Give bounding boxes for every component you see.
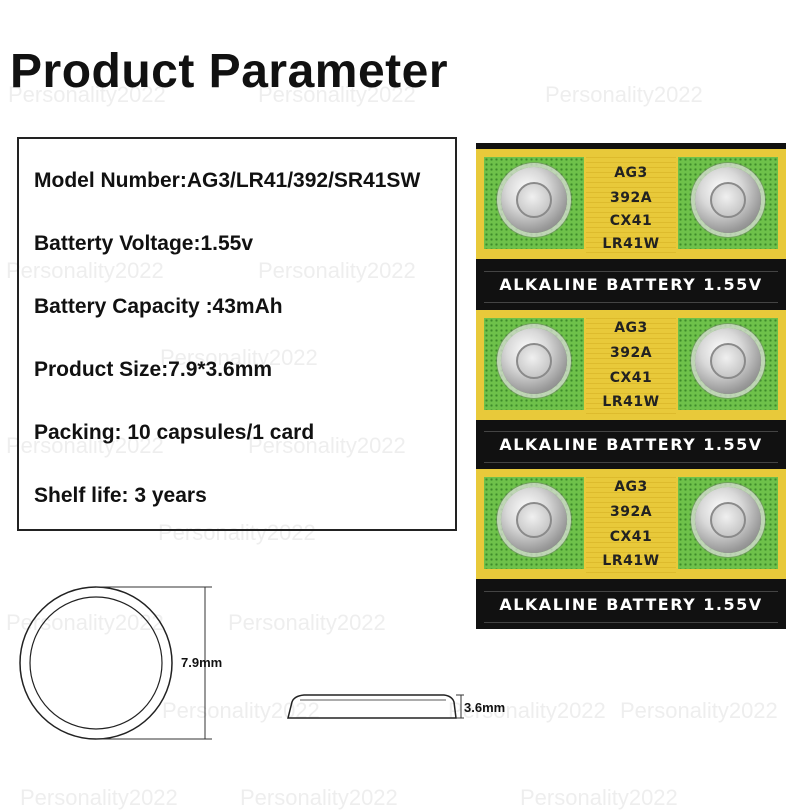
battery-panel: AG3 392A CX41 LR41W	[476, 310, 786, 420]
battery-strip: ALKALINE BATTERY 1.55V	[476, 265, 786, 309]
button-cell-icon	[501, 487, 567, 553]
battery-side-view-icon	[287, 694, 457, 719]
button-cell-icon	[695, 487, 761, 553]
param-shelf-life: Shelf life: 3 years	[34, 484, 207, 507]
model-code: LR41W	[602, 236, 660, 252]
model-code: CX41	[609, 370, 653, 386]
strip-label: ALKALINE BATTERY 1.55V	[499, 275, 763, 294]
button-cell-icon	[501, 167, 567, 233]
parameter-box: Model Number:AG3/LR41/392/SR41SW Battert…	[17, 137, 457, 531]
page-title: Product Parameter	[10, 45, 448, 98]
model-code: AG3	[614, 165, 648, 181]
height-label: 3.6mm	[464, 700, 506, 715]
diameter-label: 7.9mm	[181, 655, 223, 670]
model-code: 392A	[609, 504, 653, 520]
battery-top-view-icon	[19, 586, 173, 740]
model-code: AG3	[614, 320, 648, 336]
param-voltage: Batterty Voltage:1.55v	[34, 232, 254, 255]
model-code: 392A	[609, 345, 653, 361]
battery-panel: AG3 392A CX41 LR41W	[476, 469, 786, 579]
model-code: AG3	[614, 479, 648, 495]
strip-label: ALKALINE BATTERY 1.55V	[499, 595, 763, 614]
param-capacity: Battery Capacity :43mAh	[34, 295, 283, 318]
model-code: LR41W	[602, 394, 660, 410]
battery-card-image: AG3 392A CX41 LR41W ALKALINE BATTERY 1.5…	[476, 143, 786, 629]
battery-strip: ALKALINE BATTERY 1.55V	[476, 425, 786, 469]
battery-strip: ALKALINE BATTERY 1.55V	[476, 585, 786, 629]
param-model-number: Model Number:AG3/LR41/392/SR41SW	[34, 169, 421, 192]
battery-panel: AG3 392A CX41 LR41W	[476, 149, 786, 259]
button-cell-icon	[501, 328, 567, 394]
model-code: 392A	[609, 190, 653, 206]
model-code: LR41W	[602, 553, 660, 569]
model-code: CX41	[609, 529, 653, 545]
button-cell-icon	[695, 167, 761, 233]
height-dimension-line	[456, 694, 464, 719]
param-size: Product Size:7.9*3.6mm	[34, 358, 273, 381]
model-code: CX41	[609, 213, 653, 229]
button-cell-icon	[695, 328, 761, 394]
diameter-dimension-line	[96, 586, 212, 740]
param-packing: Packing: 10 capsules/1 card	[34, 421, 315, 444]
strip-label: ALKALINE BATTERY 1.55V	[499, 435, 763, 454]
